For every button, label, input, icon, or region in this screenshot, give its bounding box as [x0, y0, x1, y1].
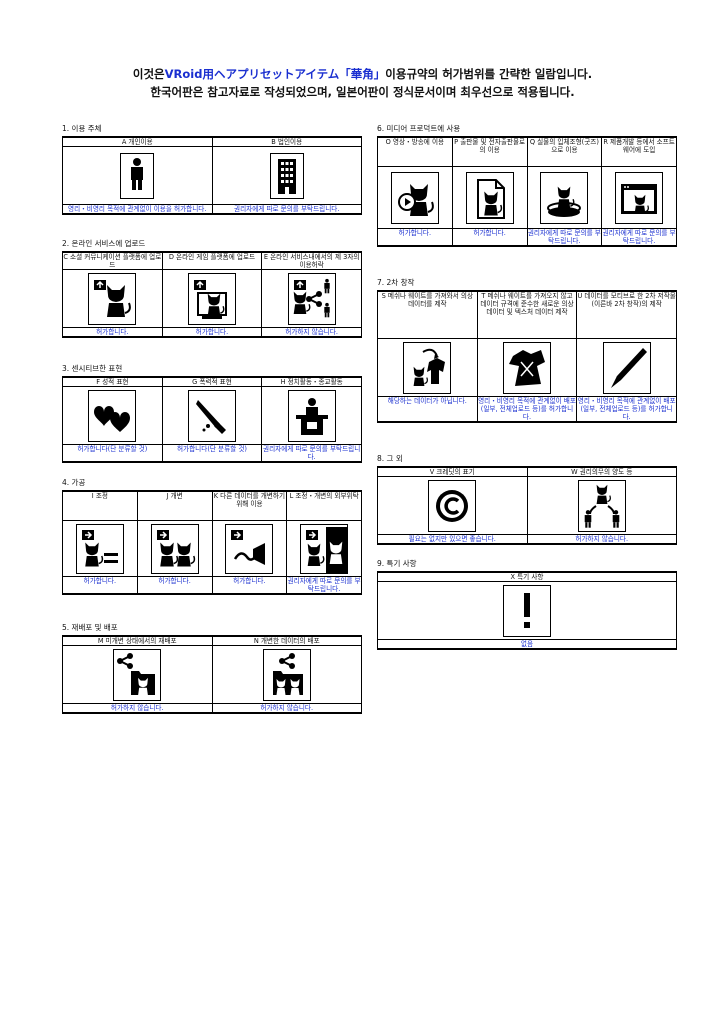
- podium-icon: [287, 389, 336, 442]
- copyright-icon: [428, 479, 477, 532]
- label-publication: P 출판물 및 전자출판물로의 이용: [451, 136, 528, 167]
- result-personal-use: 영리・비영리 목적에 관계없이 이용을 허가합니다.: [62, 204, 213, 215]
- result-software: 권리자에게 따로 문의를 부탁드립니다.: [601, 228, 677, 247]
- result-distribute-modified: 허가하지 않습니다.: [211, 703, 362, 714]
- label-redistribute-unmodified: M 미개변 상태에서의 재배포: [62, 635, 213, 646]
- publication-icon: [465, 171, 514, 224]
- result-adjust: 허가합니다.: [62, 576, 138, 595]
- other-data-icon: [225, 523, 274, 574]
- label-game-upload: D 온라인 게임 플랫폼에 업로드: [161, 251, 263, 270]
- result-credit: 필요는 없지만 있으면 좋습니다.: [377, 534, 528, 545]
- label-social-upload: C 소셜 커뮤니케이션 플랫폼에 업로드: [62, 251, 163, 270]
- result-violent-expression: 허가합니다(단 분류할 것): [161, 444, 263, 463]
- header-prefix: 이것은: [132, 67, 165, 81]
- section-sensitive-expression: 3. 센시티브한 표현 F 성적 표현 G 폭력적 표현 H 정치활동・종교활동…: [62, 363, 362, 463]
- section-title: 6. 미디어 프로덕트에 사용: [377, 124, 461, 133]
- result-game-upload: 허가합니다.: [161, 327, 263, 338]
- section-title: 5. 재배포 및 배포: [62, 623, 118, 632]
- section-title: 9. 특기 사항: [377, 559, 417, 568]
- result-redistribute-unmodified: 허가하지 않습니다.: [62, 703, 213, 714]
- exclamation-icon: [503, 584, 551, 637]
- header-product-name: VRoid用ヘアプリセットアイテム「華角」: [164, 67, 386, 81]
- outsource-icon: [300, 523, 349, 574]
- label-personal-use: A 개인이용: [62, 136, 213, 147]
- building-icon: [269, 152, 304, 199]
- section-processing: 4. 가공 I 조정 J 개변 K 다른 데이터를 개변하기 위해 이용 L 조…: [62, 477, 362, 595]
- section-derivative-works: 7. 2차 창작 S 메쉬나 웨이트를 가져와서 의상 데이터를 제작 T 메쉬…: [377, 277, 677, 423]
- new-clothes-icon: [502, 341, 551, 394]
- result-physical-goods: 권리자에게 따로 문의를 부탁드립니다.: [526, 228, 603, 247]
- section-online-upload: 2. 온라인 서비스에 업로드 C 소셜 커뮤니케이션 플랫폼에 업로드 D 온…: [62, 238, 362, 338]
- video-icon: [390, 171, 439, 224]
- section-others: 8. 그 외 V 크레딧의 표기 W 권리의무의 양도 등 필요는 없지만 있으…: [377, 453, 677, 545]
- redistribute-icon: [113, 648, 162, 701]
- result-corporate-use: 권리자에게 따로 문의를 부탁드립니다.: [211, 204, 362, 215]
- transfer-icon: [577, 479, 626, 532]
- header-suffix: 이용규약의 허가범위를 간략한 일람입니다.: [385, 67, 593, 81]
- section-title: 4. 가공: [62, 478, 86, 487]
- result-special-notes: 없음: [377, 639, 677, 650]
- section-title: 7. 2차 창작: [377, 278, 415, 287]
- result-rights-transfer: 허가하지 않습니다.: [526, 534, 677, 545]
- label-software: R 제품개발 등에서 소프트웨어에 도입: [601, 136, 677, 167]
- result-video-broadcast: 허가합니다.: [377, 228, 453, 247]
- header-line-1: 이것은VRoid用ヘアプリセットアイテム「華角」이용규약의 허가범위를 간략한 …: [0, 66, 725, 82]
- adjust-icon: [75, 523, 124, 574]
- clothes-icon: [403, 341, 452, 394]
- result-mesh-clothes: 해당하는 데이터가 아닙니다.: [377, 396, 478, 423]
- hearts-icon: [88, 389, 137, 442]
- upload-cat-icon: [88, 272, 137, 325]
- pen-icon: [602, 341, 651, 394]
- header-line-2: 한국어판은 참고자료로 작성되었으며, 일본어판이 정식문서이며 최우선으로 적…: [150, 85, 575, 99]
- result-publication: 허가합니다.: [451, 228, 528, 247]
- label-secondary-creation: U 데이터를 모티브로 한 2차 저작물(이른바 2차 창작)의 제작: [576, 290, 677, 339]
- label-physical-goods: Q 실물의 입체조형(굿즈)으로 이용: [526, 136, 603, 167]
- label-special-notes: X 특기 사항: [377, 571, 677, 582]
- label-political-religious: H 정치활동・종교활동: [261, 376, 362, 387]
- label-credit: V 크레딧의 표기: [377, 466, 528, 477]
- section-title: 2. 온라인 서비스에 업로드: [62, 239, 146, 248]
- result-sexual-expression: 허가합니다(단 분류할 것): [62, 444, 163, 463]
- label-outsource: L 조정・개변의 외부위탁: [286, 490, 362, 521]
- label-sexual-expression: F 성적 표현: [62, 376, 163, 387]
- result-third-party-license: 허가하지 않습니다.: [261, 327, 362, 338]
- label-modify: J 개변: [136, 490, 213, 521]
- label-video-broadcast: O 영상・방송에 이용: [377, 136, 453, 167]
- distribute-modified-icon: [262, 648, 311, 701]
- section-usage-subject: 1. 이용 주체 A 개인이용 B 법인이용 영리・비영리 목적에 관계없이 이…: [62, 123, 362, 215]
- result-secondary-creation: 영리・비영리 목적에 관계없이 배포(일부, 전체업로드 등)를 허가합니다.: [576, 396, 677, 423]
- section-title: 3. 센시티브한 표현: [62, 364, 123, 373]
- label-corporate-use: B 법인이용: [211, 136, 362, 147]
- section-special-notes: 9. 특기 사항 X 특기 사항 없음: [377, 558, 677, 650]
- knife-icon: [187, 389, 236, 442]
- figure-icon: [540, 171, 589, 224]
- result-social-upload: 허가합니다.: [62, 327, 163, 338]
- software-icon: [615, 171, 664, 224]
- section-redistribution: 5. 재배포 및 배포 M 미개변 상태에서의 재배포 N 개변한 데이터의 배…: [62, 622, 362, 714]
- label-rights-transfer: W 권리의무의 양도 등: [526, 466, 677, 477]
- modify-icon: [150, 523, 199, 574]
- share-third-party-icon: [287, 272, 336, 325]
- result-modify: 허가합니다.: [136, 576, 213, 595]
- result-new-clothes: 영리・비영리 목적에 관계없이 배포(일부, 전체업로드 등)를 허가합니다.: [476, 396, 578, 423]
- person-icon: [120, 152, 155, 199]
- label-violent-expression: G 폭력적 표현: [161, 376, 263, 387]
- label-third-party-license: E 온라인 서비스내에서의 제 3자의 이용허락: [261, 251, 362, 270]
- label-distribute-modified: N 개변한 데이터의 배포: [211, 635, 362, 646]
- label-use-for-other-data: K 다른 데이터를 개변하기 위해 이용: [211, 490, 288, 521]
- label-adjust: I 조정: [62, 490, 138, 521]
- game-upload-icon: [187, 272, 236, 325]
- result-outsource: 권리자에게 따로 문의를 부탁드립니다.: [286, 576, 362, 595]
- label-mesh-clothes: S 메쉬나 웨이트를 가져와서 의상 데이터를 제작: [377, 290, 478, 339]
- section-title: 1. 이용 주체: [62, 124, 102, 133]
- label-new-clothes: T 메쉬나 웨이트를 가져오지 않고 데이터 규격에 준수한 새로운 의상 데이…: [476, 290, 578, 339]
- result-political-religious: 권리자에게 따로 문의를 부탁드립니다.: [261, 444, 362, 463]
- section-media-products: 6. 미디어 프로덕트에 사용 O 영상・방송에 이용 P 출판물 및 전자출판…: [377, 123, 677, 247]
- section-title: 8. 그 외: [377, 454, 403, 463]
- result-use-for-other-data: 허가합니다.: [211, 576, 288, 595]
